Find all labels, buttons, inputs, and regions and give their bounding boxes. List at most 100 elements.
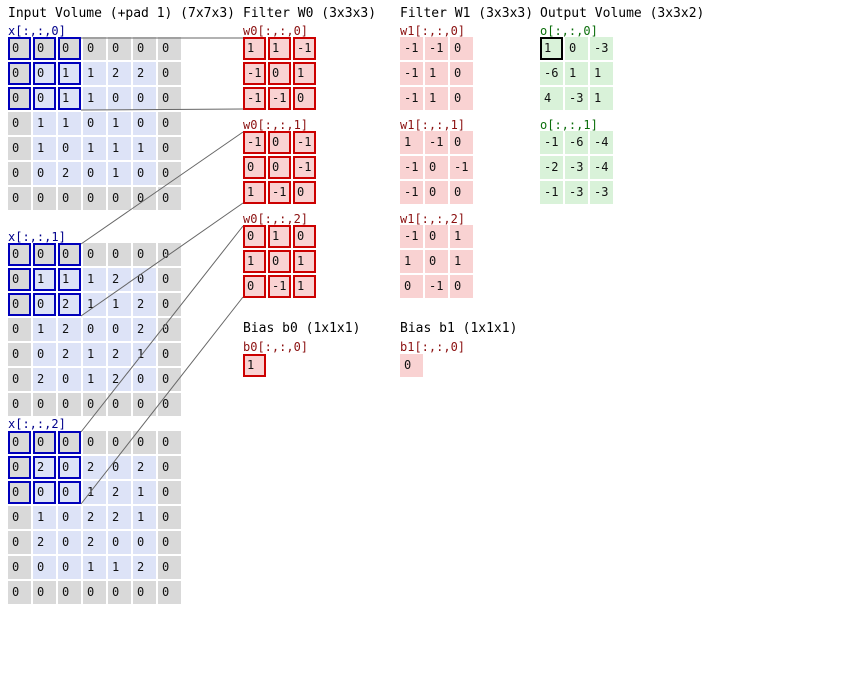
matrix-cell: 0 bbox=[450, 131, 473, 154]
matrix-cell: 0 bbox=[133, 162, 156, 185]
matrix-cell: 0 bbox=[133, 431, 156, 454]
matrix-cell: -6 bbox=[540, 62, 563, 85]
matrix-cell: 1 bbox=[108, 556, 131, 579]
matrix-cell: 0 bbox=[158, 318, 181, 341]
output-volume-title: Output Volume (3x3x2) bbox=[540, 6, 705, 21]
matrix-cell: 0 bbox=[108, 456, 131, 479]
matrix-cell: 1 bbox=[540, 37, 563, 60]
matrix-cell: 0 bbox=[83, 187, 106, 210]
b0-label: b0[:,:,0] bbox=[243, 340, 309, 354]
matrix-cell: 0 bbox=[158, 506, 181, 529]
matrix-cell: -1 bbox=[243, 131, 266, 154]
matrix-cell: 0 bbox=[293, 181, 316, 204]
matrix-cell: 0 bbox=[425, 156, 448, 179]
matrix-cell: 0 bbox=[8, 268, 31, 291]
matrix-cell: 0 bbox=[58, 187, 81, 210]
matrix-cell: 0 bbox=[58, 506, 81, 529]
matrix-cell: -1 bbox=[293, 156, 316, 179]
matrix-cell: 2 bbox=[33, 456, 56, 479]
matrix-cell: 1 bbox=[400, 131, 423, 154]
matrix-cell: 0 bbox=[450, 275, 473, 298]
matrix-cell: 1 bbox=[268, 37, 291, 60]
matrix-cell: -3 bbox=[590, 37, 613, 60]
matrix-cell: 2 bbox=[133, 556, 156, 579]
matrix-cell: 0 bbox=[58, 368, 81, 391]
filter-w0-title: Filter W0 (3x3x3) bbox=[243, 6, 377, 21]
matrix-cell: 0 bbox=[158, 62, 181, 85]
matrix-cell: -1 bbox=[293, 131, 316, 154]
matrix-cell: -1 bbox=[540, 131, 563, 154]
matrix-cell: 0 bbox=[8, 581, 31, 604]
bias-b1-title: Bias b1 (1x1x1) bbox=[400, 321, 518, 336]
matrix-cell: 0 bbox=[293, 225, 316, 248]
matrix-cell: 2 bbox=[133, 62, 156, 85]
matrix-cell: -1 bbox=[243, 87, 266, 110]
matrix-cell: -1 bbox=[400, 37, 423, 60]
matrix-cell: 0 bbox=[268, 250, 291, 273]
matrix-cell: 0 bbox=[8, 556, 31, 579]
matrix-cell: 0 bbox=[425, 250, 448, 273]
matrix-cell: 1 bbox=[108, 137, 131, 160]
matrix-cell: 0 bbox=[425, 225, 448, 248]
output-slice-1-grid: -1-6-4-2-3-4-1-3-3 bbox=[540, 131, 613, 204]
matrix-cell: 0 bbox=[158, 293, 181, 316]
matrix-cell: 1 bbox=[58, 87, 81, 110]
w1-slice-2-label: w1[:,:,2] bbox=[400, 212, 466, 226]
matrix-cell: -1 bbox=[400, 156, 423, 179]
matrix-cell: 1 bbox=[243, 37, 266, 60]
matrix-cell: 1 bbox=[83, 268, 106, 291]
input-slice-2-label: x[:,:,2] bbox=[8, 417, 66, 431]
matrix-cell: -4 bbox=[590, 156, 613, 179]
matrix-cell: 4 bbox=[540, 87, 563, 110]
matrix-cell: -3 bbox=[590, 181, 613, 204]
matrix-cell: 1 bbox=[133, 506, 156, 529]
matrix-cell: 0 bbox=[83, 393, 106, 416]
matrix-cell: 0 bbox=[158, 112, 181, 135]
matrix-cell: 1 bbox=[83, 293, 106, 316]
matrix-cell: 2 bbox=[133, 293, 156, 316]
matrix-cell: 2 bbox=[108, 481, 131, 504]
input-slice-0-label: x[:,:,0] bbox=[8, 24, 66, 38]
matrix-cell: -1 bbox=[400, 87, 423, 110]
matrix-cell: 0 bbox=[158, 137, 181, 160]
matrix-cell: 0 bbox=[83, 581, 106, 604]
matrix-cell: 0 bbox=[133, 393, 156, 416]
matrix-cell: -6 bbox=[565, 131, 588, 154]
matrix-cell: 0 bbox=[33, 293, 56, 316]
matrix-cell: 1 bbox=[108, 162, 131, 185]
matrix-cell: 0 bbox=[33, 556, 56, 579]
matrix-cell: 0 bbox=[8, 531, 31, 554]
b0-grid: 1 bbox=[243, 354, 266, 377]
output-slice-0-label: o[:,:,0] bbox=[540, 24, 598, 38]
matrix-cell: 2 bbox=[83, 506, 106, 529]
matrix-cell: 1 bbox=[425, 87, 448, 110]
matrix-cell: 0 bbox=[108, 187, 131, 210]
matrix-cell: 0 bbox=[268, 131, 291, 154]
matrix-cell: 0 bbox=[268, 62, 291, 85]
matrix-cell: 0 bbox=[293, 87, 316, 110]
matrix-cell: 0 bbox=[133, 37, 156, 60]
matrix-cell: 0 bbox=[268, 156, 291, 179]
matrix-cell: 0 bbox=[8, 112, 31, 135]
matrix-cell: 0 bbox=[158, 556, 181, 579]
matrix-cell: 0 bbox=[450, 181, 473, 204]
matrix-cell: 1 bbox=[58, 62, 81, 85]
matrix-cell: 0 bbox=[133, 531, 156, 554]
matrix-cell: 2 bbox=[58, 293, 81, 316]
matrix-cell: 1 bbox=[33, 506, 56, 529]
w1-slice-0-label: w1[:,:,0] bbox=[400, 24, 466, 38]
matrix-cell: -1 bbox=[425, 131, 448, 154]
matrix-cell: 1 bbox=[83, 343, 106, 366]
w0-slice-0-label: w0[:,:,0] bbox=[243, 24, 309, 38]
matrix-cell: 0 bbox=[133, 87, 156, 110]
matrix-cell: 0 bbox=[33, 243, 56, 266]
matrix-cell: 0 bbox=[158, 87, 181, 110]
matrix-cell: 0 bbox=[108, 243, 131, 266]
matrix-cell: 0 bbox=[33, 431, 56, 454]
